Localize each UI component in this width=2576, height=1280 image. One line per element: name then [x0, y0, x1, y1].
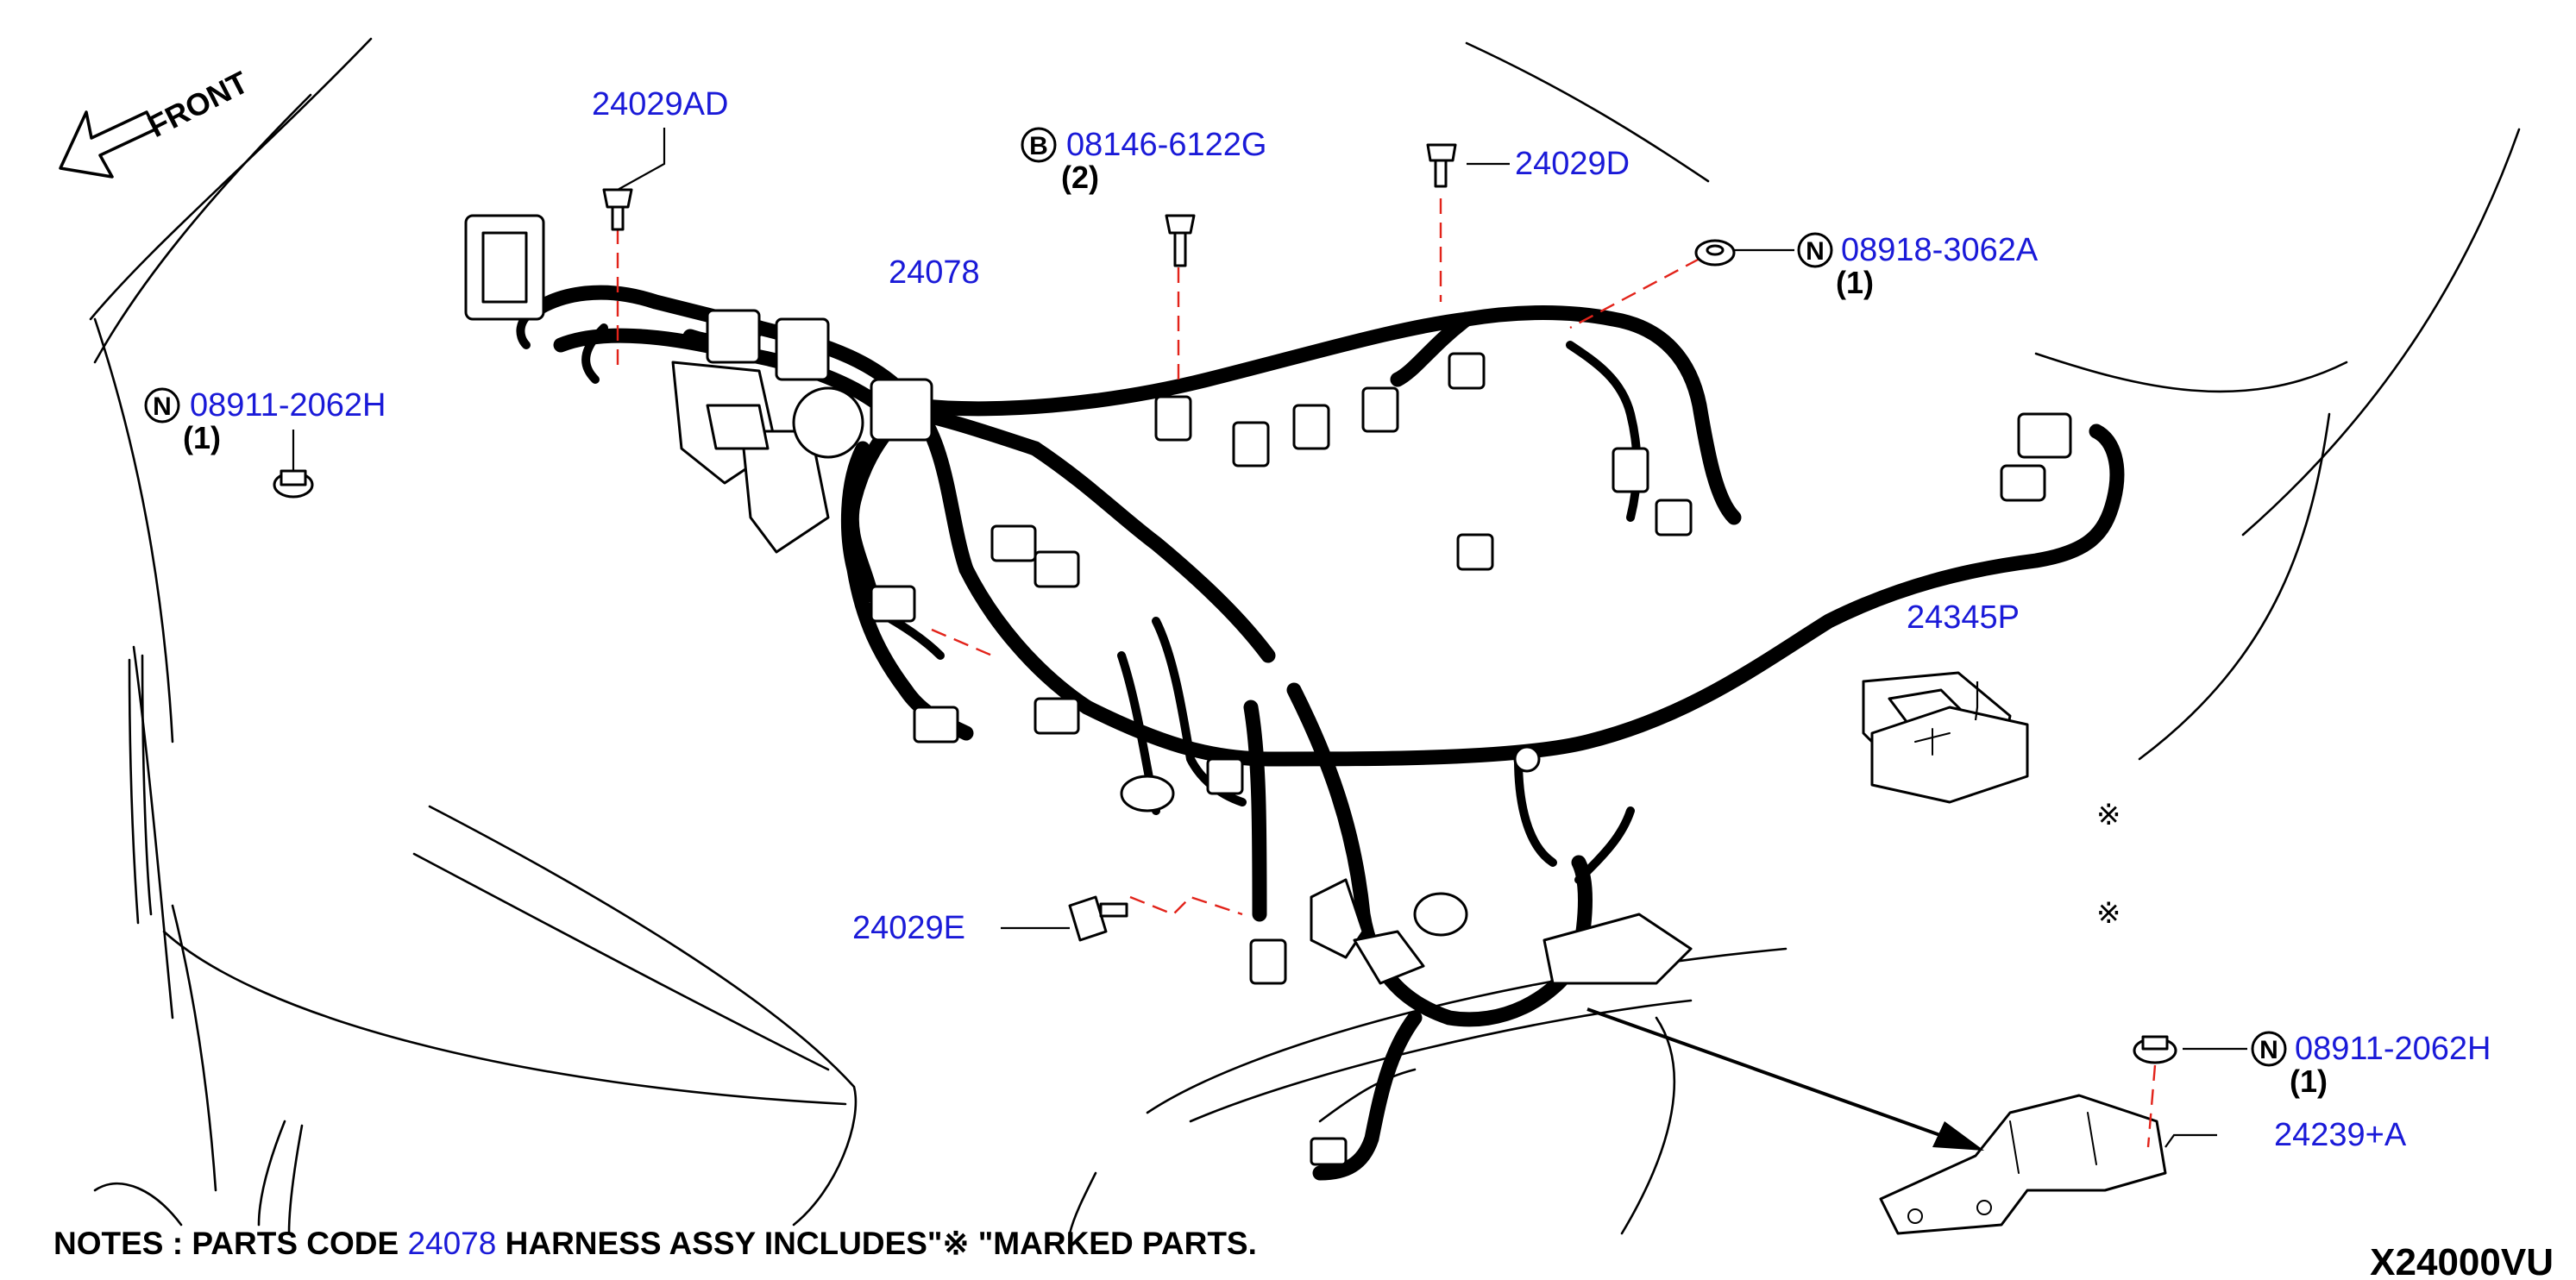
part-label-08911-2062H-right: 08911-2062H: [2295, 1031, 2491, 1067]
part-label-24345P: 24345P: [1907, 599, 2020, 636]
qty-08146: (2): [1061, 160, 1099, 195]
diagram-code: X24000VU: [2370, 1241, 2554, 1280]
notes-prefix: NOTES : PARTS CODE: [53, 1226, 407, 1261]
prefix-n: N: [153, 392, 172, 421]
nut-08911-left-icon: [273, 469, 314, 499]
n-prefix-icon: [1797, 232, 1833, 268]
part-label-24239A: 24239+A: [2274, 1117, 2407, 1153]
callout-08918: N 08918-3062A (1): [1797, 232, 2039, 300]
relay-24345P-icon: [1870, 706, 2029, 804]
notes-text: NOTES : PARTS CODE 24078 HARNESS ASSY IN…: [53, 1226, 1257, 1261]
reference-mark: ※: [2096, 798, 2121, 832]
detail-arrow: [1586, 1007, 1984, 1151]
part-label-24029D: 24029D: [1515, 146, 1630, 182]
front-arrow-icon: [59, 110, 157, 179]
prefix-n: N: [2259, 1036, 2278, 1064]
nut-08911-right-icon: [2133, 1035, 2177, 1064]
qty-08918: (1): [1836, 265, 1874, 300]
callout-08911-left: N 08911-2062H (1): [144, 387, 386, 455]
bolt-08146-icon: [1165, 214, 1196, 267]
prefix-n: N: [1806, 237, 1825, 266]
n-prefix-icon: [144, 387, 180, 424]
assembly-dashed-lines: [616, 198, 2157, 1148]
bracket-24239a: [1879, 1094, 2167, 1235]
part-label-24078: 24078: [889, 254, 980, 291]
part-label-24029AD: 24029AD: [592, 86, 728, 122]
front-label: FRONT: [142, 64, 254, 144]
callout-08146: B 08146-6122G (2): [1021, 127, 1266, 195]
part-label-24029E: 24029E: [852, 910, 965, 946]
prefix-b: B: [1029, 132, 1048, 160]
bolt-24029D-icon: [1426, 143, 1457, 188]
vehicle-body-outline: [89, 37, 2521, 1235]
notes-suffix: HARNESS ASSY INCLUDES"※ "MARKED PARTS.: [496, 1226, 1257, 1261]
bolt-24029E-icon: [1068, 895, 1128, 942]
bolt-24029AD-icon: [602, 188, 633, 231]
notes-parts-code: 24078: [407, 1226, 496, 1261]
fasteners: [273, 143, 2177, 1064]
reference-mark: ※: [2096, 896, 2121, 931]
part-label-08146-6122G: 08146-6122G: [1066, 127, 1266, 163]
b-prefix-icon: [1021, 127, 1057, 163]
part-label-08911-2062H-left: 08911-2062H: [190, 387, 386, 424]
callout-08911-right: N 08911-2062H (1): [2251, 1031, 2491, 1099]
part-label-08918-3062A: 08918-3062A: [1841, 232, 2039, 268]
qty-08911-left: (1): [183, 420, 221, 455]
front-direction-indicator: FRONT: [59, 64, 254, 179]
callouts: 24029AD B 08146-6122G (2) 24029D N 08918…: [144, 86, 2491, 1153]
qty-08911-right: (1): [2290, 1064, 2328, 1099]
nut-08918-icon: [1694, 239, 1736, 267]
label-leaders: [292, 128, 2247, 1148]
n-prefix-icon: [2251, 1031, 2287, 1067]
